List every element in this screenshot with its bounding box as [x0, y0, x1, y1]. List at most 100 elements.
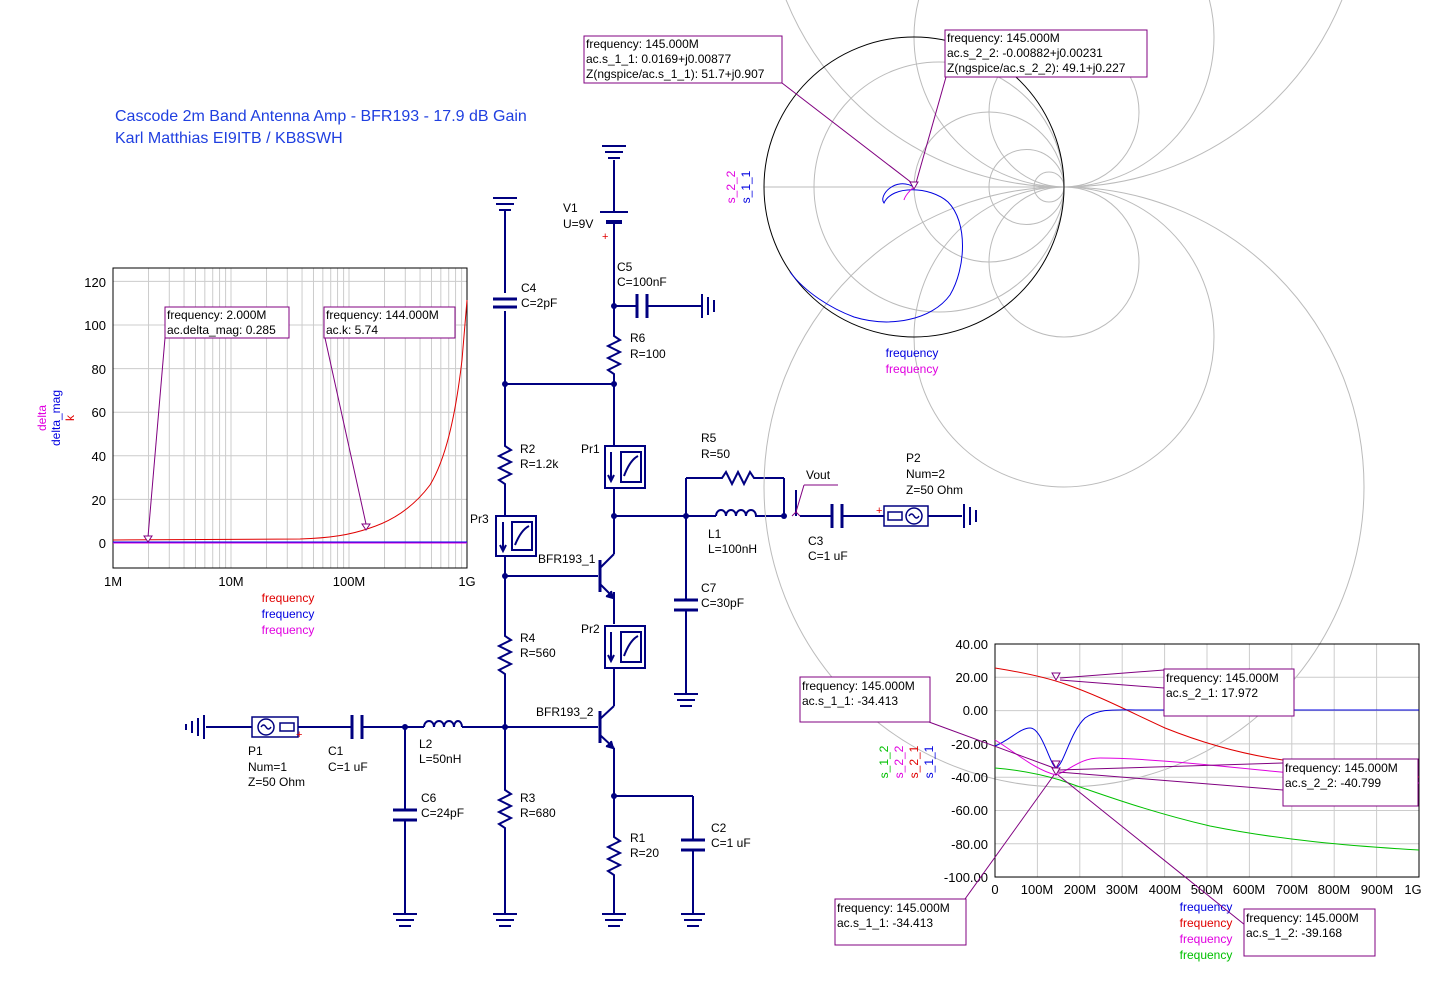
- r3-value: R=680: [520, 806, 556, 820]
- stability-plot: 120 100 80 60 40 20 0 1M 10M 100M 1G del…: [35, 267, 476, 637]
- c4-value: C=2pF: [521, 296, 557, 310]
- smith-marker-1: [583, 35, 913, 184]
- x-tick: 100M: [1021, 882, 1054, 897]
- y-label: s_1_1: [922, 745, 936, 778]
- port-source-icon: [251, 716, 299, 738]
- capacitor-icon: [681, 838, 705, 852]
- y-label: delta_mag: [49, 390, 63, 446]
- ground-icon: [602, 910, 626, 927]
- x-label: frequency: [1180, 900, 1233, 914]
- x-tick: 900M: [1361, 882, 1394, 897]
- y-label: s_1_1: [739, 170, 753, 203]
- capacitor-icon: [493, 297, 517, 309]
- npn-transistor-icon: [598, 705, 615, 750]
- capacitor-icon: [830, 504, 844, 528]
- marker-line: frequency: 145.000M: [1285, 761, 1398, 775]
- current-probe-icon: [604, 625, 646, 669]
- port-symbols: [251, 505, 929, 738]
- x-label: frequency: [1180, 948, 1233, 962]
- marker-line: ac.s_2_2: -0.00882+j0.00231: [947, 46, 1103, 60]
- y-label: s_2_2: [892, 745, 906, 778]
- r5-value: R=50: [701, 447, 730, 461]
- smith-outer-circle: [763, 36, 1065, 338]
- c7-name: C7: [701, 581, 717, 595]
- c6-value: C=24pF: [421, 806, 464, 820]
- p2-name: P2: [906, 451, 921, 465]
- c2-value: C=1 uF: [711, 836, 751, 850]
- smith-y-labels: s_2_2 s_1_1: [724, 170, 753, 203]
- x-tick: 100M: [333, 574, 366, 589]
- stability-x-labels: frequency frequency frequency: [262, 591, 315, 637]
- x-tick: 1M: [104, 574, 122, 589]
- marker-line: ac.s_2_1: 17.972: [1166, 686, 1258, 700]
- battery-icon: [600, 211, 628, 232]
- current-probe-icon: [495, 515, 537, 557]
- r3-name: R3: [520, 791, 536, 805]
- x-tick: 800M: [1318, 882, 1351, 897]
- r2-value: R=1.2k: [520, 457, 559, 471]
- c3-value: C=1 uF: [808, 549, 848, 563]
- capacitor-icon: [635, 294, 649, 318]
- probe-symbols: [495, 445, 646, 669]
- node-dots: [402, 303, 787, 799]
- y-tick: 40: [92, 449, 106, 464]
- battery-plus-icon: +: [602, 231, 608, 243]
- c7-value: C=30pF: [701, 596, 744, 610]
- resistor-icon: [496, 442, 514, 488]
- v1-value: U=9V: [563, 217, 593, 231]
- x-tick: 1G: [1404, 882, 1421, 897]
- y-label: s_2_2: [724, 170, 738, 203]
- stability-marker-2: [323, 306, 456, 531]
- x-tick: 200M: [1064, 882, 1097, 897]
- v1-name: V1: [563, 201, 578, 215]
- y-label: k: [63, 414, 77, 421]
- stability-y-labels: delta delta_mag k: [35, 390, 77, 446]
- s22-trace: [903, 186, 915, 201]
- r2-name: R2: [520, 442, 536, 456]
- sparam-x-labels: frequency frequency frequency frequency: [1180, 900, 1233, 962]
- marker-line: frequency: 145.000M: [947, 31, 1060, 45]
- marker-line: frequency: 145.000M: [837, 901, 950, 915]
- vout-node-icon: [791, 511, 801, 517]
- y-tick: 20.00: [955, 670, 988, 685]
- ground-symbols: [185, 145, 977, 927]
- r6-value: R=100: [630, 347, 666, 361]
- ground-icon: [602, 145, 626, 159]
- l1-value: L=100nH: [708, 542, 757, 556]
- port-source-icon: [883, 505, 929, 527]
- c5-value: C=100nF: [617, 275, 667, 289]
- resistor-icon: [496, 786, 514, 832]
- p2-impedance: Z=50 Ohm: [906, 483, 963, 497]
- c5-name: C5: [617, 260, 633, 274]
- sparam-y-ticks: 40.00 20.00 0.00 -20.00 -40.00 -60.00 -8…: [944, 637, 988, 885]
- capacitor-icon: [350, 715, 364, 739]
- x-label: frequency: [1180, 916, 1233, 930]
- y-label: delta: [35, 405, 49, 431]
- circuit-wires: [206, 160, 962, 910]
- ground-icon: [700, 294, 715, 318]
- ground-icon: [681, 910, 705, 927]
- resistor-icon: [605, 833, 623, 878]
- resistor-icon: [496, 632, 514, 678]
- x-tick: 700M: [1276, 882, 1309, 897]
- vout-label-box: [795, 484, 838, 513]
- marker-line: ac.s_1_1: -34.413: [837, 916, 933, 930]
- r4-value: R=560: [520, 646, 556, 660]
- sparam-y-labels: s_1_2 s_2_2 s_2_1 s_1_1: [877, 745, 936, 778]
- marker-line: frequency: 145.000M: [802, 679, 915, 693]
- ground-icon: [963, 504, 977, 528]
- x-label: frequency: [886, 362, 939, 376]
- y-label: s_2_1: [907, 745, 921, 778]
- s12-trace: [994, 767, 1420, 851]
- sparam-plot: 40.00 20.00 0.00 -20.00 -40.00 -60.00 -8…: [799, 637, 1422, 962]
- x-tick: 0: [991, 882, 998, 897]
- marker-line: Z(ngspice/ac.s_1_1): 51.7+j0.907: [586, 67, 765, 81]
- y-tick: 20: [92, 493, 106, 508]
- c4-name: C4: [521, 281, 537, 295]
- r6-name: R6: [630, 331, 646, 345]
- y-tick: -60.00: [951, 803, 988, 818]
- c1-name: C1: [328, 744, 344, 758]
- k-trace: [112, 299, 468, 541]
